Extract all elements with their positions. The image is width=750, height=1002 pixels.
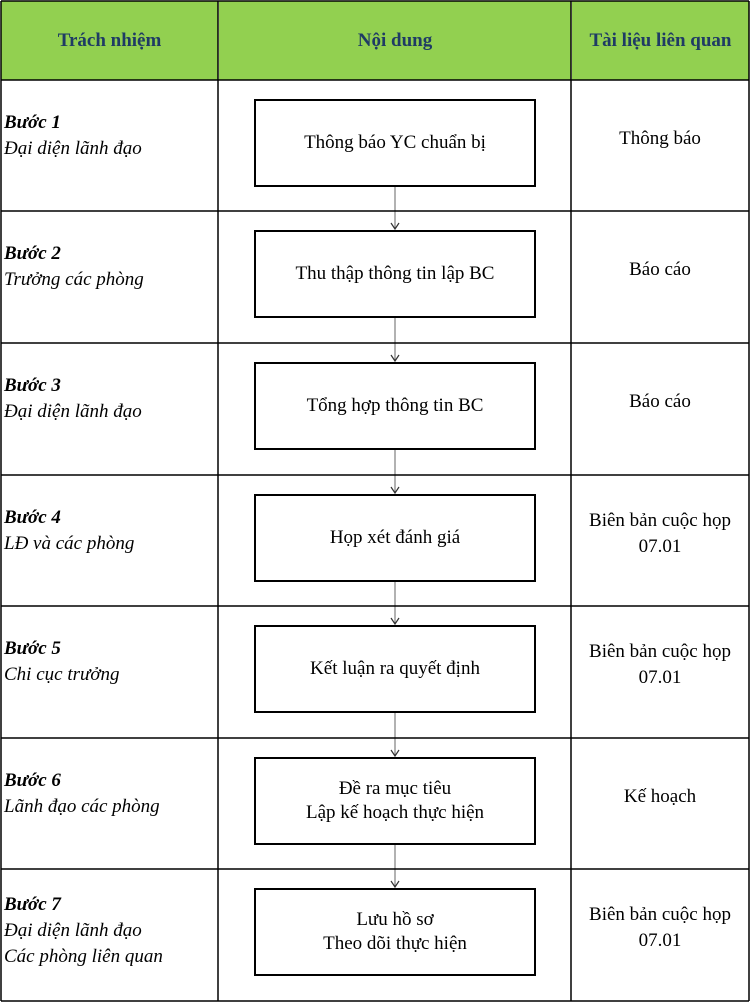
step-responsible-party: Trưởng các phòng [4, 269, 144, 290]
related-document-line: 07.01 [638, 535, 682, 557]
step-label: Bước 3 [4, 375, 61, 396]
step-responsible-party: Chi cục trưởng [4, 664, 120, 685]
step-responsible-party: Các phòng liên quan [4, 946, 163, 967]
step-responsibility: Bước 6 Lãnh đạo các phòng [4, 768, 214, 820]
step-responsibility: Bước 4 LĐ và các phòng [4, 505, 214, 557]
flow-step-text: Theo dõi thực hiện [323, 933, 467, 954]
flow-step-box: Thông báo YC chuẩn bị [254, 99, 536, 187]
related-document: Kế hoạch [572, 744, 748, 849]
flow-step-text: Lưu hồ sơ [356, 909, 434, 930]
related-document-line: Báo cáo [629, 391, 691, 412]
step-responsibility: Bước 3 Đại diện lãnh đạo [4, 373, 214, 425]
arrow-down-icon [390, 354, 400, 363]
related-document: Biên bản cuộc họp 07.01 [572, 481, 748, 586]
step-label: Bước 2 [4, 243, 61, 264]
related-document-line: 07.01 [638, 667, 682, 688]
related-document: Báo cáo [572, 217, 748, 323]
step-responsibility: Bước 1 Đại diện lãnh đạo [4, 110, 214, 162]
arrow-down-icon [390, 486, 400, 495]
related-document: Biên bản cuộc họp 07.01 [572, 612, 748, 718]
step-label: Bước 7 [4, 894, 61, 915]
flow-step-text: Họp xét đánh giá [329, 527, 461, 548]
flow-step-box: Kết luận ra quyết định [254, 625, 536, 713]
step-responsible-party: Đại diện lãnh đạo [4, 137, 142, 159]
flow-step-text: Kết luận ra quyết định [310, 658, 480, 679]
arrow-down-icon [390, 222, 400, 231]
flow-step-text: Thu thập thông tin lập BC [295, 263, 495, 284]
related-document: Thông báo [572, 86, 748, 191]
flow-step-box: Họp xét đánh giá [254, 494, 536, 582]
related-document-line: Thông báo [619, 127, 701, 149]
flow-step-box: Lưu hồ sơ Theo dõi thực hiện [254, 888, 536, 976]
step-responsible-party: Lãnh đạo các phòng [4, 795, 160, 817]
flow-step-text: Thông báo YC chuẩn bị [304, 132, 486, 153]
related-document: Báo cáo [572, 349, 748, 455]
related-document-line: Biên bản cuộc họp [589, 509, 731, 531]
step-label: Bước 5 [4, 638, 61, 659]
related-document: Biên bản cuộc họp 07.01 [572, 875, 748, 981]
related-document-line: 07.01 [638, 930, 682, 951]
related-document-line: Biên bản cuộc họp [589, 641, 731, 662]
step-label: Bước 1 [4, 111, 61, 133]
flow-step-text: Tổng hợp thông tin BC [306, 395, 484, 416]
arrow-down-icon [390, 880, 400, 889]
header-responsibility: Trách nhiệm [1, 1, 218, 80]
step-label: Bước 6 [4, 769, 61, 791]
arrow-down-icon [390, 749, 400, 758]
flow-step-box: Tổng hợp thông tin BC [254, 362, 536, 450]
flow-step-text: Lập kế hoạch thực hiện [305, 802, 485, 823]
step-responsibility: Bước 2 Trưởng các phòng [4, 241, 214, 293]
header-related-docs: Tài liệu liên quan [572, 1, 749, 80]
flow-step-box: Thu thập thông tin lập BC [254, 230, 536, 318]
step-responsible-party: Đại diện lãnh đạo [4, 401, 142, 422]
step-responsible-party: LĐ và các phòng [4, 532, 135, 554]
step-responsible-party: Đại diện lãnh đạo [4, 920, 142, 941]
step-responsibility: Bước 5 Chi cục trưởng [4, 636, 214, 688]
related-document-line: Biên bản cuộc họp [589, 904, 731, 925]
related-document-line: Báo cáo [629, 259, 691, 280]
related-document-line: Kế hoạch [623, 785, 697, 807]
arrow-down-icon [390, 617, 400, 626]
header-content: Nội dung [219, 1, 571, 80]
step-label: Bước 4 [4, 506, 61, 528]
flow-step-text: Đề ra mục tiêu [338, 778, 452, 799]
